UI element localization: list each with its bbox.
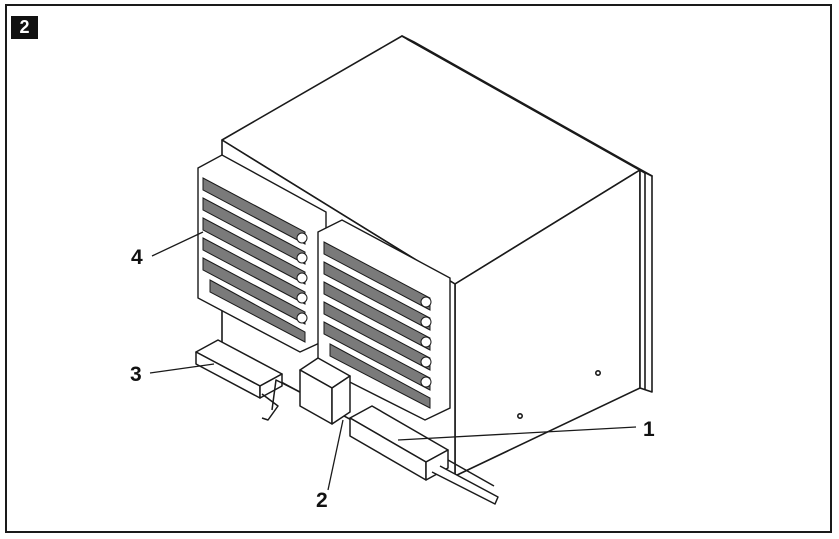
evaporator-coil-left [197, 154, 327, 353]
callout-4: 4 [131, 246, 143, 270]
callout-2: 2 [316, 489, 328, 513]
junction-box [271, 357, 351, 425]
callout-3: 3 [130, 363, 142, 387]
leader-line-4 [151, 231, 204, 257]
evaporator-coil-right [317, 219, 451, 421]
leader-line-1 [397, 426, 637, 441]
screw-hole [594, 369, 601, 376]
figure-number: 2 [19, 17, 30, 37]
leader-line-2 [327, 419, 344, 491]
callout-2-label: 2 [316, 489, 328, 512]
screw-hole [516, 412, 523, 419]
leader-line-3 [149, 363, 215, 374]
callout-4-label: 4 [131, 246, 143, 269]
cabinet-rear-flange [639, 169, 653, 393]
callout-1-label: 1 [643, 418, 655, 441]
drip-tray [195, 339, 283, 421]
figure-number-badge: 2 [11, 16, 38, 39]
callout-1: 1 [643, 418, 655, 442]
ballast-unit [349, 405, 499, 505]
callout-3-label: 3 [130, 363, 142, 386]
